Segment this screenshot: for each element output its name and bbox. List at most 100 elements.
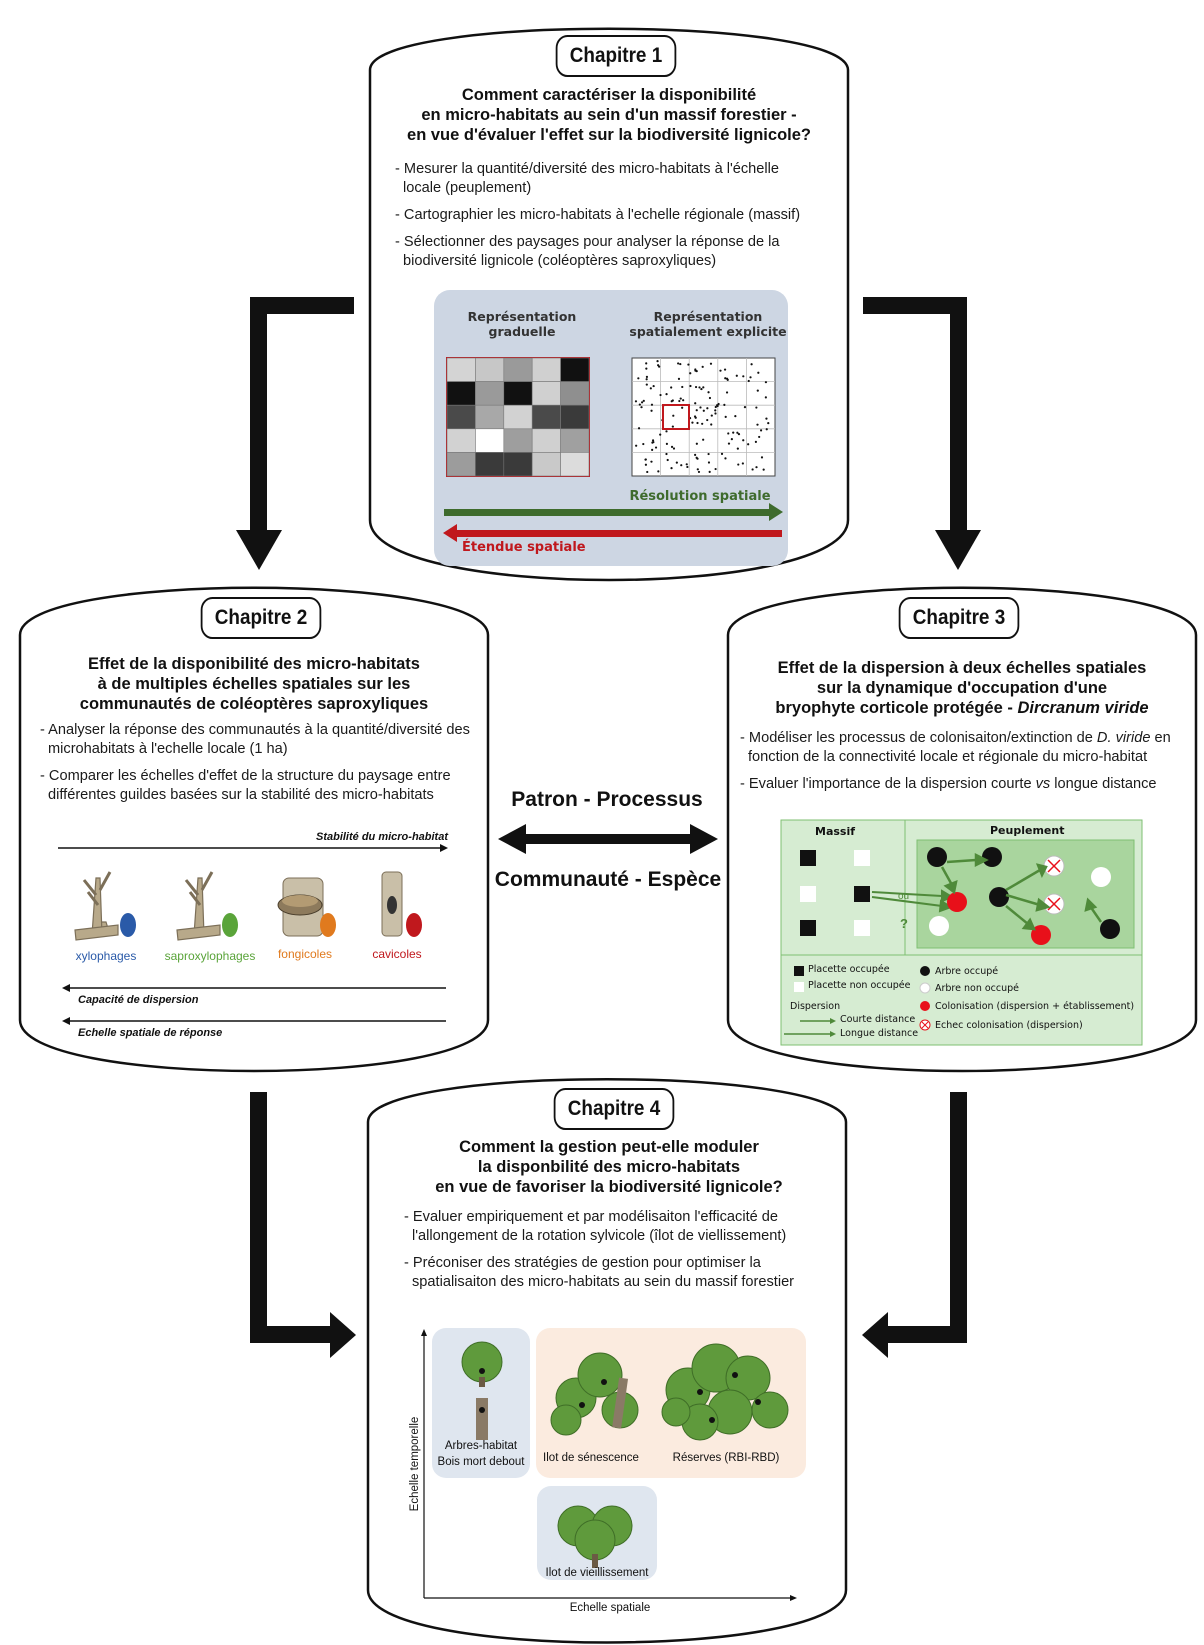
ch3-figure: [780, 819, 1143, 1046]
spatial-dot: [727, 442, 731, 445]
spatial-dot: [659, 393, 662, 397]
double-arrow: [498, 824, 718, 854]
stability-label: Stabilité du micro-habitat: [315, 831, 448, 843]
peuplement-label: Peuplement: [990, 824, 1065, 837]
gradual-cell: [475, 452, 505, 477]
chapter3-bullet-text: - Evaluer l'importance de la dispersion …: [740, 776, 1036, 792]
chapter3-bullet-text: longue distance: [1050, 776, 1157, 792]
ch1-left-title: Représentation graduelle: [467, 309, 577, 339]
spatial-dot: [714, 409, 717, 412]
spatial-dot: [696, 468, 699, 471]
spatial-dot: [707, 391, 710, 394]
gradual-cell: [446, 381, 476, 406]
spatial-dot: [689, 372, 692, 375]
arrow-ch1-to-ch2: [236, 297, 354, 570]
spatial-dot: [730, 438, 733, 441]
gradual-cell: [503, 452, 533, 477]
spatial-dot: [717, 402, 720, 406]
spatial-dot: [702, 438, 705, 441]
gradual-cell: [475, 428, 505, 453]
arbres-habitat-label: Arbres-habitat: [444, 1440, 518, 1452]
chapter2-bullets: - Analyser la réponse des communautés à …: [38, 721, 478, 813]
x-axis-label: Echelle spatiale: [569, 1602, 651, 1614]
guild-label-xylophages: xylophages: [75, 949, 137, 963]
spatial-dot: [742, 439, 745, 442]
spatial-dot: [646, 470, 649, 474]
spatial-dot: [734, 415, 737, 418]
legend-courte: Courte distance: [840, 1014, 916, 1025]
beetle-orange: [320, 913, 336, 937]
spatial-dot: [685, 463, 688, 466]
spatial-dot: [757, 371, 760, 374]
bois-mort-label: Bois mort debout: [437, 1456, 525, 1468]
spatial-dot: [677, 377, 681, 380]
spatial-dot: [742, 375, 745, 378]
chapter1-question-line: en micro-habitats au sein d'un massif fo…: [421, 106, 797, 124]
spatial-dot: [644, 463, 648, 466]
spatial-dot: [650, 403, 654, 406]
spatial-dot: [702, 409, 705, 412]
gradual-cell: [446, 428, 476, 453]
gradual-cell: [475, 381, 505, 406]
spatial-dot: [642, 399, 645, 402]
spatial-dot: [715, 404, 719, 407]
spatial-dot: [764, 381, 768, 384]
spatial-dot: [750, 363, 753, 366]
chapter2-bullet: - Analyser la réponse des communautés à …: [40, 722, 470, 757]
spatial-dot: [755, 466, 758, 469]
chapter2-question-line: à de multiples échelles spatiales sur le…: [97, 675, 411, 693]
chapter3-question-line: bryophyte corticole protégée - Dircranum…: [736, 698, 1188, 718]
spatial-dot: [696, 421, 699, 425]
spatial-dot: [701, 422, 704, 425]
spatial-dot: [652, 384, 655, 388]
spatial-dot: [659, 433, 662, 436]
spatial-dot: [747, 379, 750, 383]
spatial-dot: [638, 403, 641, 406]
spatial-dot: [694, 369, 697, 372]
extent-label: Étendue spatiale: [462, 540, 586, 555]
gradual-cell: [531, 452, 561, 477]
spatial-dot: [736, 447, 739, 450]
xylophage-tree: [74, 871, 119, 941]
spatial-dot: [737, 463, 740, 466]
spatial-dot: [694, 453, 697, 457]
spatial-dot: [765, 428, 768, 431]
spatial-dot: [764, 396, 767, 399]
chapter4-label: Chapitre 4: [553, 1088, 675, 1130]
spatial-dot: [642, 442, 645, 446]
chapter2-label: Chapitre 2: [200, 597, 322, 639]
chapter3-bullet-italic: D. viride: [1096, 730, 1151, 746]
spatial-dot: [654, 446, 658, 449]
spatial-dot: [650, 460, 653, 463]
chapter3-question: Effet de la dispersion à deux échelles s…: [736, 658, 1188, 718]
fungus-stump: [277, 877, 324, 937]
ch1-figure: [434, 290, 788, 566]
chapter1-bullet: - Sélectionner des paysages pour analyse…: [395, 234, 780, 269]
spatial-dot: [714, 412, 717, 415]
gradual-cell: [503, 357, 533, 382]
gradual-cell: [475, 357, 505, 382]
spatial-dot: [724, 377, 727, 380]
guild-label-saproxylophages: saproxylophages: [164, 949, 256, 963]
spatial-dot: [652, 440, 655, 444]
chapter3-label: Chapitre 3: [898, 597, 1020, 639]
spatial-dot: [681, 406, 684, 409]
chapter2-bullet: - Comparer les échelles d'effet de la st…: [40, 768, 451, 803]
arrow-ch2-to-ch4: [250, 1092, 356, 1358]
spatial-dot: [754, 440, 757, 443]
legend-arbre-non-occupe: Arbre non occupé: [935, 983, 1020, 994]
chapter1-bullet: - Mesurer la quantité/diversité des micr…: [395, 161, 780, 196]
spatial-dot: [665, 393, 668, 396]
gradual-cell: [560, 404, 590, 430]
spatial-dot: [720, 452, 724, 456]
spatial-dot: [710, 414, 713, 417]
guild-label-fongicoles: fongicoles: [277, 947, 333, 961]
spatial-dot: [694, 385, 698, 389]
chapter3-bullet-italic: vs: [1035, 776, 1051, 792]
chapter1-label: Chapitre 1: [555, 35, 677, 77]
spatial-dot: [665, 430, 668, 433]
gradual-cell: [446, 452, 476, 477]
spatial-dot: [657, 364, 660, 367]
legend-colonisation: Colonisation (dispersion + établissement…: [935, 1001, 1135, 1012]
chapter3-question-line: sur la dynamique d'occupation d'une: [816, 679, 1108, 697]
